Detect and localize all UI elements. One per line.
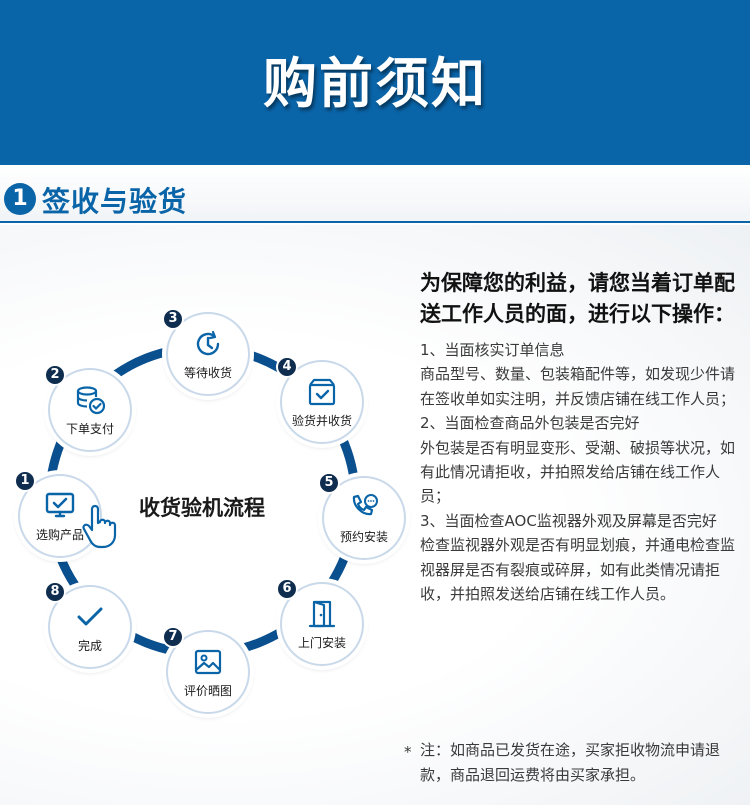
flow-step-8: 8 完成 <box>44 581 132 669</box>
instruction-line: 外包装是否有明显变形、受潮、破损等状况，如有此情况请拒收，并拍照发给店铺在线工作… <box>420 438 736 506</box>
instruction-line: 检查监视器外观是否有明显划痕，并通电检查监视器屏是否有裂痕或碎屏，如有此类情况请… <box>420 536 736 604</box>
step-number-badge: 5 <box>318 472 340 494</box>
clock-icon <box>196 330 220 355</box>
step-label: 预约安装 <box>339 529 388 544</box>
monitor-check-icon <box>45 492 75 517</box>
step-number-badge: 2 <box>44 364 66 386</box>
instruction-line: 商品型号、数量、包装箱配件等，如发现少件请在签收单如实注明，并反馈店铺在线工作人… <box>420 365 736 408</box>
flow-step-1: 1 选购产品 <box>14 470 102 558</box>
step-number-badge: 6 <box>276 578 298 600</box>
section-title: 签收与验货 <box>42 185 188 218</box>
step-number-badge: 4 <box>276 356 298 378</box>
instructions-panel: 为保障您的利益，请您当着订单配送工作人员的面，进行以下操作： 1、当面核实订单信… <box>420 268 738 606</box>
instruction-line: 3、当面检查AOC监视器外观及屏幕是否完好 <box>420 511 717 530</box>
step-label: 等待收货 <box>183 365 232 380</box>
step-number-badge: 3 <box>162 308 184 330</box>
footnote-star: * <box>404 743 412 761</box>
flow-step-4: 4 验货并收货 <box>276 356 364 444</box>
step-label: 完成 <box>77 638 102 653</box>
step-label: 验货并收货 <box>291 413 352 428</box>
page-title: 购前须知 <box>263 52 487 115</box>
header-banner: 购前须知 <box>0 0 750 165</box>
footnote-text: 注：如商品已发货在途，买家拒收物流申请退款，商品退回运费将由买家承担。 <box>420 741 721 784</box>
step-label: 下单支付 <box>65 421 114 436</box>
phone-chat-icon <box>352 493 378 515</box>
step-label: 评价晒图 <box>183 683 232 698</box>
picture-icon <box>194 649 222 674</box>
step-number-badge: 7 <box>162 626 184 648</box>
instructions-headline: 为保障您的利益，请您当着订单配送工作人员的面，进行以下操作： <box>420 271 735 326</box>
door-icon <box>308 600 336 627</box>
step-number-badge: 1 <box>14 470 36 492</box>
coins-check-icon <box>76 385 106 414</box>
section-header <box>0 165 750 223</box>
flow-step-7: 7 评价晒图 <box>162 626 250 714</box>
step-number-badge: 8 <box>44 581 66 603</box>
flow-step-3: 3 等待收货 <box>162 308 250 396</box>
instruction-line: 2、当面检查商品外包装是否完好 <box>420 414 640 433</box>
box-check-icon <box>308 378 336 405</box>
step-label: 选购产品 <box>35 527 84 542</box>
instruction-line: 1、当面核实订单信息 <box>420 341 565 359</box>
flow-step-6: 6 上门安装 <box>276 578 364 666</box>
flow-step-5: 5 预约安装 <box>318 472 406 560</box>
checkmark-icon <box>77 607 103 625</box>
section-number-badge: 1 <box>4 183 36 215</box>
flow-center-title: 收货验机流程 <box>139 496 265 520</box>
instructions-body: 1、当面核实订单信息 商品型号、数量、包装箱配件等，如发现少件请在签收单如实注明… <box>420 338 738 606</box>
pointing-hand-icon <box>82 504 117 549</box>
flow-step-2: 2 下单支付 <box>44 364 132 452</box>
footnote: * 注：如商品已发货在途，买家拒收物流申请退款，商品退回运费将由买家承担。 <box>404 738 744 788</box>
step-label: 上门安装 <box>297 635 346 650</box>
